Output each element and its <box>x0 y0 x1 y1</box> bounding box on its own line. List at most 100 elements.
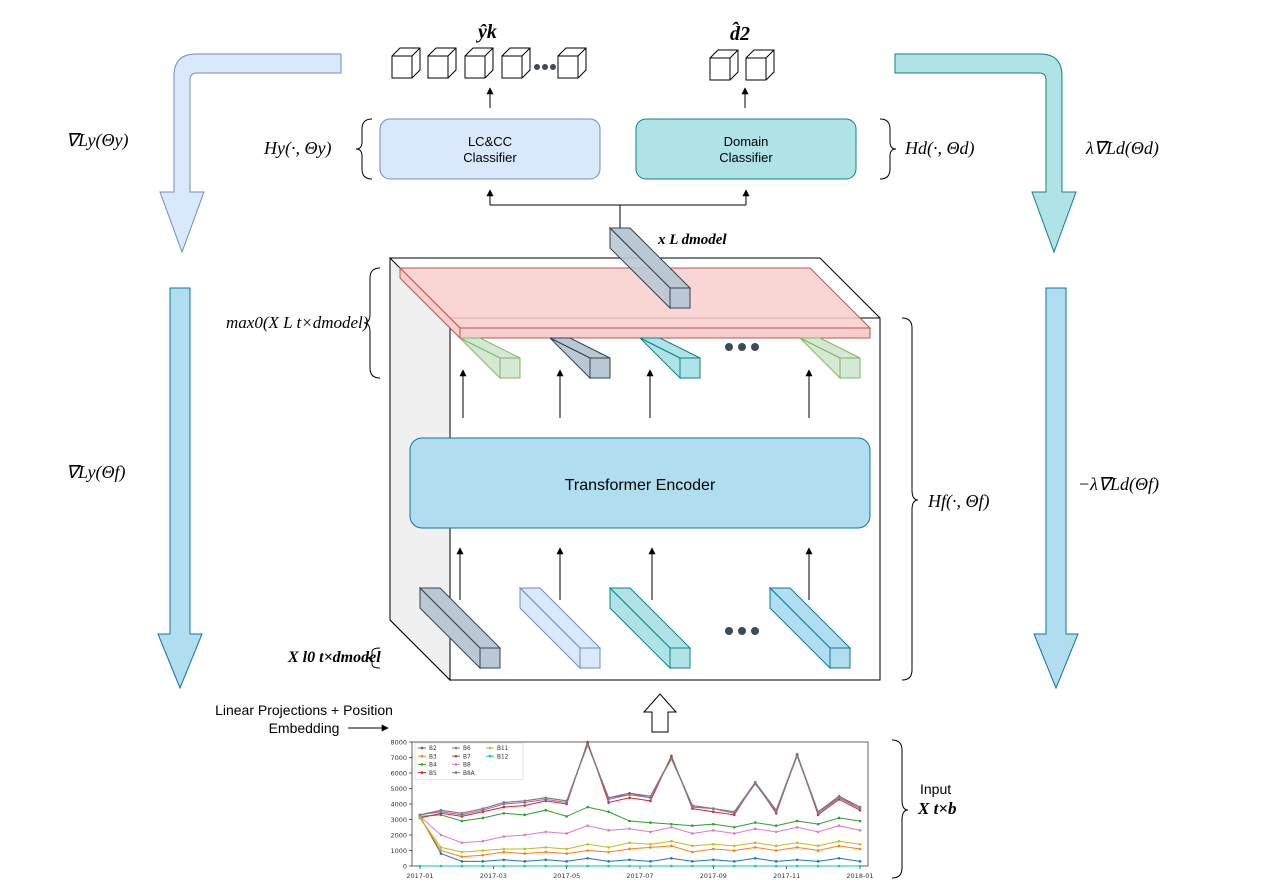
series-point-b11 <box>460 850 464 854</box>
series-point-b8 <box>670 825 673 829</box>
series-point-b4 <box>565 815 568 818</box>
series-point-b8a <box>732 810 736 814</box>
series-point-b8 <box>837 824 841 827</box>
output-token-n <box>799 337 861 380</box>
series-point-b4 <box>502 812 506 815</box>
series-point-b12 <box>628 864 631 868</box>
y-tick-label: 6000 <box>390 770 407 778</box>
series-point-b8a <box>691 804 694 807</box>
series-point-b2 <box>460 860 464 863</box>
series-point-b3 <box>502 850 506 854</box>
x-l0-bracket <box>365 647 381 669</box>
series-point-b8a <box>460 812 464 815</box>
legend-label-b6: B6 <box>463 746 471 752</box>
ellipsis-dots-input <box>725 627 759 635</box>
series-point-b3 <box>670 844 673 848</box>
series-point-b2 <box>586 856 589 860</box>
series-point-b11 <box>418 816 422 820</box>
encoder-output-tokens <box>459 337 861 380</box>
output-token-2 <box>549 337 611 380</box>
input-hollow-up-arrow <box>642 693 678 733</box>
series-point-b12 <box>586 864 589 868</box>
label-classifier-box <box>379 118 601 180</box>
series-point-b8 <box>712 829 715 832</box>
y-tick-label: 7000 <box>390 754 407 762</box>
lambda-grad-ld-theta-d-label: λ∇Ld(Θd) <box>1085 138 1159 159</box>
series-point-b12 <box>795 864 799 868</box>
series-point-b4 <box>753 821 757 824</box>
input-time-series-chart: 0100020003000400050006000700080002017-01… <box>390 739 873 881</box>
encoder-up-arrows-top <box>459 369 813 418</box>
series-point-b5 <box>628 796 631 800</box>
series-point-b8 <box>523 833 527 837</box>
input-symbol: X t×b <box>917 799 957 818</box>
series-point-b8 <box>607 829 610 832</box>
x-l-label: x L dmodel <box>657 232 727 248</box>
series-point-b4 <box>712 822 715 826</box>
series-point-b4 <box>670 822 673 826</box>
series-point-b8a <box>816 810 820 814</box>
series-point-b8a <box>649 794 652 798</box>
legend-marker-b3 <box>420 754 424 758</box>
series-point-b8 <box>858 829 862 832</box>
series-point-b8a <box>753 781 757 784</box>
input-token-3 <box>608 586 692 670</box>
series-point-b12 <box>670 864 673 868</box>
series-point-b8 <box>816 830 820 834</box>
y-hat-output-cubes <box>391 47 587 79</box>
y-tick-label: 3000 <box>390 816 407 824</box>
series-point-b2 <box>523 860 527 863</box>
output-token-3 <box>639 337 701 380</box>
series-point-b12 <box>502 864 506 868</box>
grad-ly-theta-f-arrow <box>157 287 203 690</box>
series-point-b3 <box>732 849 736 852</box>
max-pool-slab <box>398 266 872 340</box>
input-token-2 <box>518 586 602 670</box>
series-point-b5 <box>523 804 527 807</box>
series-point-b4 <box>837 816 841 820</box>
series-point-b11 <box>502 847 506 851</box>
series-point-b8 <box>565 832 568 835</box>
series-point-b3 <box>460 855 464 858</box>
transformer-encoder-block <box>409 437 871 529</box>
series-point-b5 <box>502 805 506 809</box>
label-classifier-line2: Classifier <box>463 150 517 165</box>
projection-label-line1: Linear Projections + Position <box>215 702 393 718</box>
legend-marker-b11 <box>488 746 492 750</box>
series-point-b2 <box>774 860 778 863</box>
input-token-1 <box>418 586 502 670</box>
domain-classifier-box <box>635 118 857 180</box>
y-hat-label: ŷk <box>476 21 497 43</box>
input-tokens <box>418 586 852 670</box>
projection-label-line2: Embedding <box>269 720 340 736</box>
input-bracket <box>891 739 909 879</box>
series-point-b11 <box>565 847 568 851</box>
series-point-b11 <box>753 841 757 845</box>
series-point-b8 <box>586 824 589 827</box>
series-point-b11 <box>439 846 443 849</box>
series-line-b4 <box>419 806 861 828</box>
series-point-b3 <box>481 853 485 857</box>
series-point-b8 <box>691 832 694 835</box>
y-tick-label: 0 <box>403 863 407 871</box>
series-point-b4 <box>544 808 548 812</box>
series-point-b11 <box>774 844 778 848</box>
series-line-b8a <box>419 743 861 816</box>
series-point-b11 <box>670 839 673 843</box>
series-point-b8 <box>732 832 736 835</box>
series-point-b4 <box>523 813 527 817</box>
series-point-b8a <box>774 808 778 812</box>
series-point-b5 <box>712 810 715 814</box>
series-point-b12 <box>816 864 820 868</box>
series-point-b12 <box>712 864 715 868</box>
x-tick-label: 2017-03 <box>480 872 507 880</box>
series-point-b8a <box>670 757 673 761</box>
series-point-b4 <box>481 816 485 820</box>
series-point-b2 <box>649 860 652 863</box>
series-point-b8a <box>523 799 527 803</box>
series-point-b11 <box>795 841 799 845</box>
series-point-b3 <box>607 850 610 854</box>
hf-label: Hf(·, Θf) <box>927 491 990 512</box>
series-point-b2 <box>607 860 610 863</box>
series-point-b11 <box>523 847 527 851</box>
